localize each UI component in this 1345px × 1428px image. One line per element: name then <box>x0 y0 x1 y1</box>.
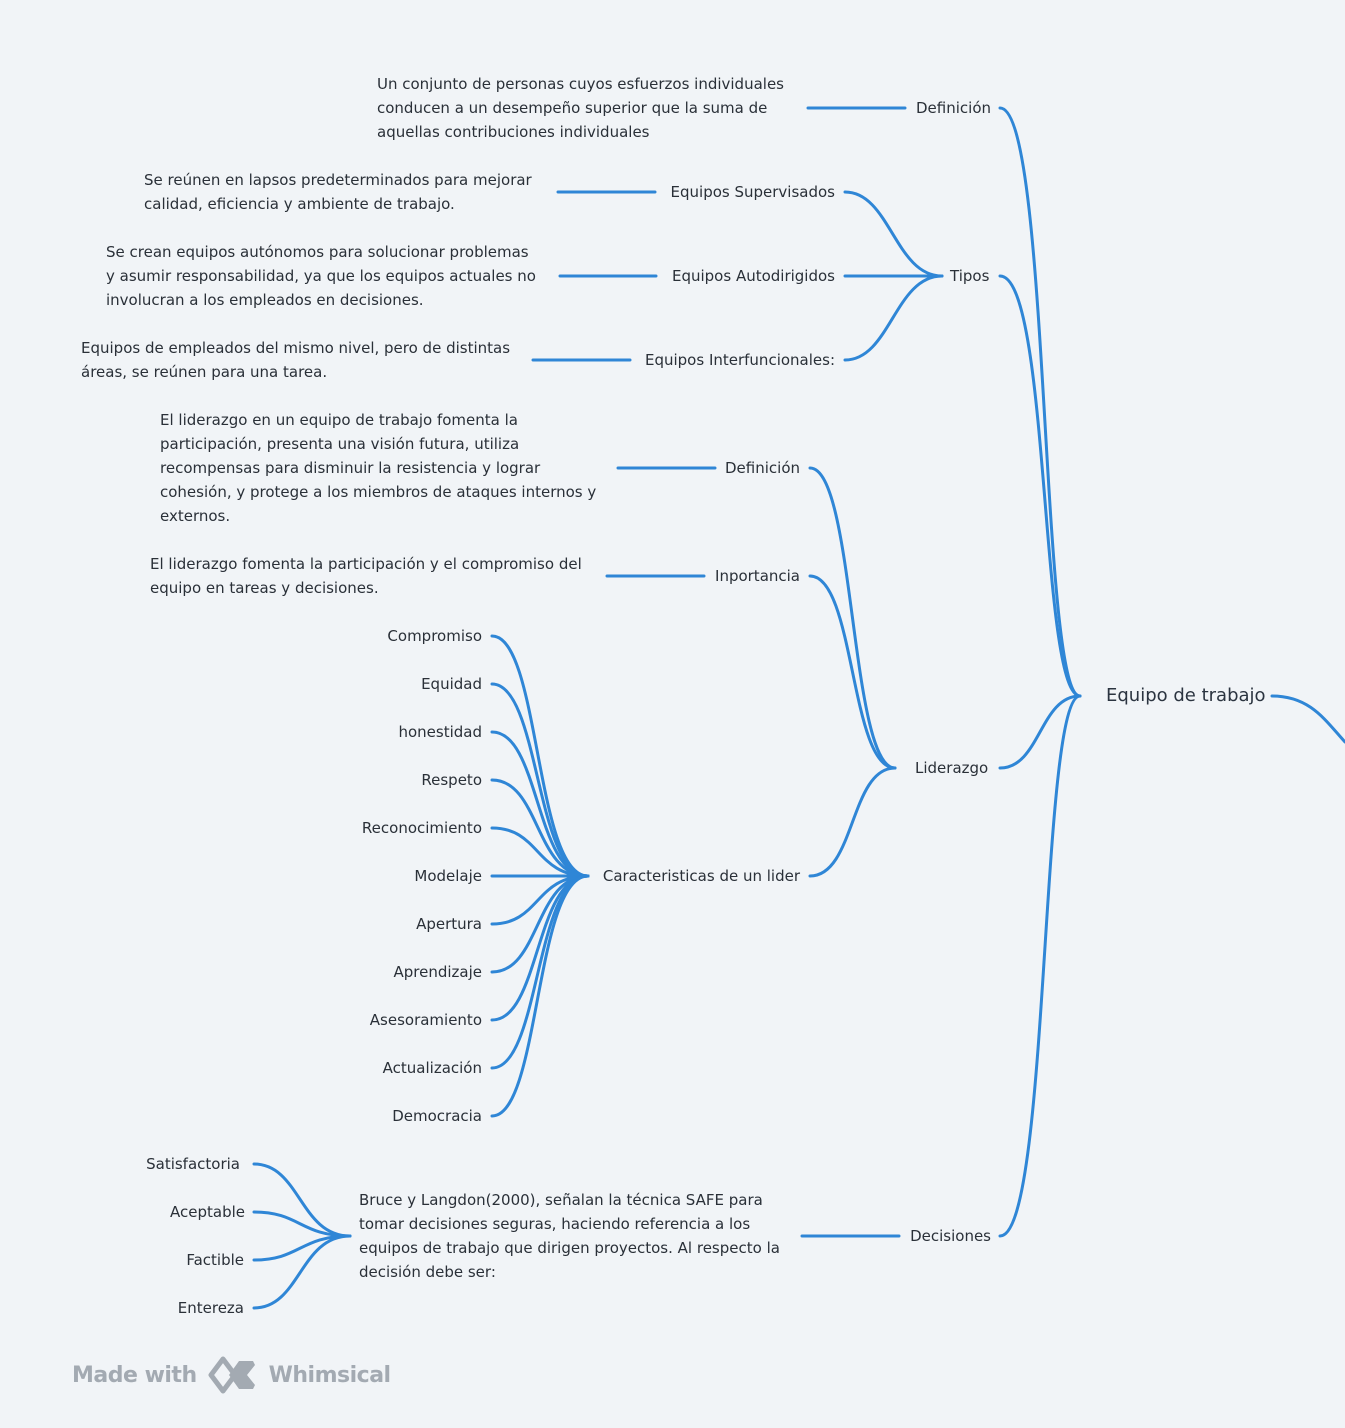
link-tipos-supervisados <box>843 190 944 278</box>
link-tipos-interfuncionales <box>843 274 944 362</box>
link-safe-aceptable <box>252 1210 352 1238</box>
link-root-right <box>1270 694 1345 744</box>
supervisados-text[interactable]: Se reúnen en lapsos predeterminados para… <box>144 171 532 213</box>
link-safe-satisfactoria <box>252 1162 352 1238</box>
link-car-democracia <box>490 874 590 1118</box>
safe-factible[interactable]: Factible <box>186 1251 244 1269</box>
node-equipos-autodirigidos[interactable]: Equipos Autodirigidos <box>671 267 835 285</box>
watermark-brand: Whimsical <box>268 1362 391 1388</box>
caracteristica-actualizacion[interactable]: Actualización <box>382 1059 482 1077</box>
caracteristica-democracia[interactable]: Democracia <box>392 1107 482 1125</box>
liderazgo-definicion-text[interactable]: El liderazgo en un equipo de trabajo fom… <box>160 411 597 525</box>
node-definicion[interactable]: Definición <box>916 99 991 117</box>
node-caracteristicas[interactable]: Caracteristicas de un lider <box>602 867 800 885</box>
caracteristica-equidad[interactable]: Equidad <box>421 675 482 693</box>
node-importancia[interactable]: Inportancia <box>715 567 800 585</box>
caracteristica-asesoramiento[interactable]: Asesoramiento <box>369 1011 482 1029</box>
watermark-made-with: Made with <box>72 1362 197 1388</box>
caracteristica-apertura[interactable]: Apertura <box>416 915 482 933</box>
caracteristica-honestidad[interactable]: honestidad <box>398 723 482 741</box>
node-liderazgo[interactable]: Liderazgo <box>915 759 989 777</box>
link-car-respeto <box>490 778 590 878</box>
whimsical-watermark[interactable]: Made with Whimsical <box>72 1355 391 1395</box>
definicion-text[interactable]: Un conjunto de personas cuyos esfuerzos … <box>377 75 784 141</box>
link-root-definicion <box>998 106 1082 698</box>
link-car-compromiso <box>490 634 590 878</box>
link-car-reconocimiento <box>490 826 590 878</box>
root-node[interactable]: Equipo de trabajo <box>1106 685 1266 706</box>
node-equipos-supervisados[interactable]: Equipos Supervisados <box>670 183 835 201</box>
autodirigidos-text[interactable]: Se crean equipos autónomos para solucion… <box>106 243 536 309</box>
link-car-equidad <box>490 682 590 878</box>
link-car-honestidad <box>490 730 590 878</box>
link-root-tipos <box>998 274 1082 698</box>
link-liderazgo-definicion <box>808 466 897 770</box>
caracteristica-aprendizaje[interactable]: Aprendizaje <box>393 963 482 981</box>
importancia-text[interactable]: El liderazgo fomenta la participación y … <box>150 555 582 597</box>
node-decisiones[interactable]: Decisiones <box>910 1227 991 1245</box>
link-car-asesoramiento <box>490 874 590 1022</box>
safe-entereza[interactable]: Entereza <box>177 1299 244 1317</box>
node-equipos-interfuncionales[interactable]: Equipos Interfuncionales: <box>644 351 835 369</box>
caracteristica-modelaje[interactable]: Modelaje <box>414 867 482 885</box>
whimsical-logo-icon <box>208 1356 255 1394</box>
link-liderazgo-importancia <box>808 574 897 770</box>
interfuncionales-text[interactable]: Equipos de empleados del mismo nivel, pe… <box>81 339 511 381</box>
caracteristica-respeto[interactable]: Respeto <box>421 771 482 789</box>
caracteristica-compromiso[interactable]: Compromiso <box>387 627 482 645</box>
link-car-aprendizaje <box>490 874 590 974</box>
node-liderazgo-definicion[interactable]: Definición <box>725 459 800 477</box>
link-car-actualizacion <box>490 874 590 1070</box>
caracteristica-reconocimiento[interactable]: Reconocimiento <box>361 819 482 837</box>
safe-aceptable[interactable]: Aceptable <box>170 1203 245 1221</box>
link-root-decisiones <box>998 694 1082 1238</box>
link-root-liderazgo <box>998 694 1082 770</box>
safe-satisfactoria[interactable]: Satisfactoria <box>146 1155 240 1173</box>
link-safe-entereza <box>252 1234 352 1310</box>
decisiones-text[interactable]: Bruce y Langdon(2000), señalan la técnic… <box>359 1191 780 1281</box>
node-tipos[interactable]: Tipos <box>950 267 990 285</box>
link-liderazgo-caracteristicas <box>808 766 897 878</box>
